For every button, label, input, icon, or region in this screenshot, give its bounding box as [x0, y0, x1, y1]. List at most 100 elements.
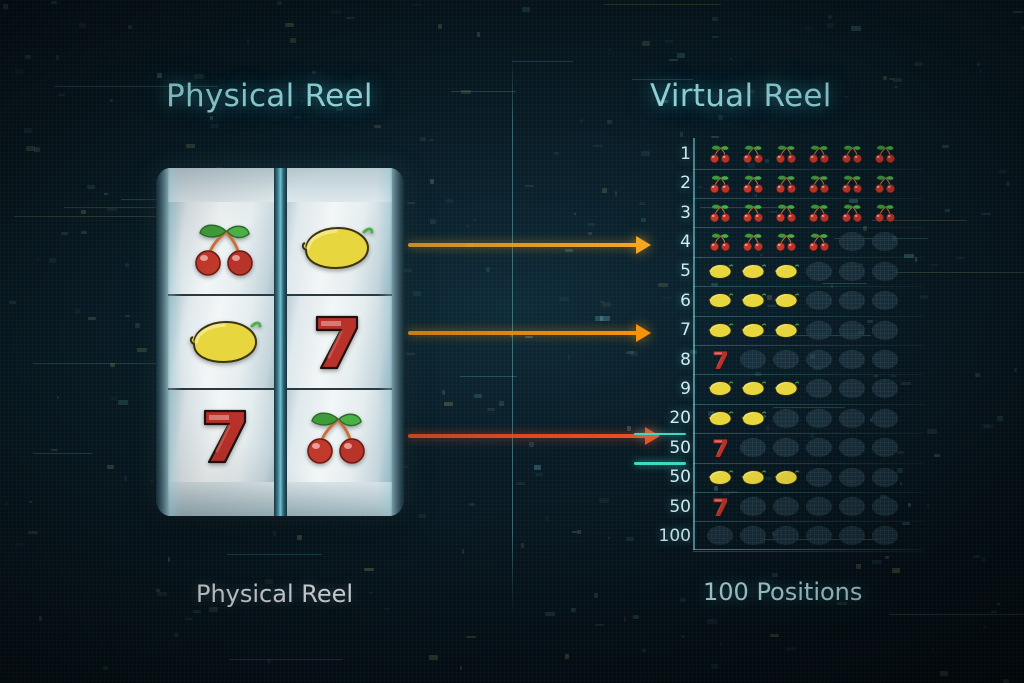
seven-icon [712, 350, 728, 370]
arrow-shaft [408, 331, 640, 335]
empty-slot-icon [770, 496, 801, 518]
lemon-icon [704, 466, 735, 488]
cherries-icon [803, 231, 834, 253]
seven-icon [315, 315, 359, 370]
cherries-icon [841, 175, 862, 193]
virtual-reel-row-label: 3 [680, 202, 691, 223]
lemon-icon [707, 470, 733, 485]
virtual-reel-slot-group [704, 461, 924, 493]
empty-slot-icon [869, 260, 900, 282]
virtual-reel-row[interactable]: 5 [660, 256, 924, 288]
physical-reel-machine [156, 168, 404, 516]
empty-slot-icon [836, 290, 867, 312]
physical-reel-cell[interactable] [168, 202, 280, 296]
physical-reel-cell[interactable] [168, 296, 280, 390]
lemon-icon [737, 466, 768, 488]
empty-slot-icon [770, 525, 801, 547]
virtual-reel-row[interactable]: 9 [660, 373, 924, 405]
cherries-icon [737, 143, 768, 165]
lemon-icon [704, 378, 735, 400]
empty-slot-icon [836, 496, 867, 518]
lemon-icon [773, 293, 799, 308]
empty-slot-icon [869, 525, 900, 547]
empty-slot-icon [869, 231, 900, 253]
cherries-icon [775, 175, 796, 193]
cherries-icon [742, 145, 763, 164]
lemon-icon [189, 320, 262, 364]
cherries-icon [195, 224, 253, 276]
virtual-reel-slot-group [704, 226, 924, 258]
virtual-reel-row[interactable]: 8 [660, 344, 924, 376]
virtual-reel-row[interactable]: 100 [659, 520, 924, 552]
machine-face [156, 168, 404, 516]
virtual-reel-slot-group [704, 373, 924, 405]
lemon-icon [737, 260, 768, 282]
lemon-icon [707, 381, 733, 397]
cherries-icon [841, 204, 862, 223]
virtual-reel-row-label: 8 [680, 349, 691, 370]
empty-slot-icon [737, 349, 768, 371]
cherries-icon [742, 204, 763, 223]
lemon-icon [770, 290, 801, 312]
physical-reel-cell[interactable] [168, 390, 280, 482]
lemon-icon [740, 470, 766, 485]
virtual-reel-slot-group [704, 314, 924, 346]
virtual-reel-row[interactable]: 4 [660, 226, 924, 258]
lemon-icon [740, 293, 766, 308]
cherries-icon [742, 175, 763, 193]
mapping-arrow-2 [408, 324, 651, 342]
virtual-reel-slot-group [704, 167, 924, 199]
cherries-icon [775, 145, 796, 164]
cherries-icon [874, 175, 895, 193]
empty-slot-icon [770, 437, 801, 459]
empty-slot-icon [803, 319, 834, 341]
cherries-icon [869, 202, 900, 224]
virtual-reel-row[interactable]: 50 [660, 491, 924, 523]
cherries-icon [737, 231, 768, 253]
cherries-icon [841, 145, 862, 164]
lemon-icon [773, 264, 799, 279]
empty-slot-icon [836, 466, 867, 488]
physical-reel-cell[interactable] [280, 296, 392, 390]
empty-slot-icon [803, 260, 834, 282]
virtual-reel-slot-group [704, 138, 924, 170]
virtual-reel-row[interactable]: 3 [660, 197, 924, 229]
empty-slot-icon [803, 496, 834, 518]
virtual-reel-row-label: 5 [680, 261, 691, 282]
cherries-icon [803, 172, 834, 194]
virtual-reel-row[interactable]: 50 [660, 461, 924, 493]
lemon-icon [704, 260, 735, 282]
virtual-reel-slot-group [704, 285, 924, 317]
virtual-reel-row[interactable]: 50 [634, 432, 924, 465]
lemon-icon [740, 411, 766, 426]
physical-reel-column [168, 202, 280, 482]
empty-slot-icon [869, 349, 900, 371]
physical-reel-title: Physical Reel [166, 78, 373, 114]
empty-slot-icon [836, 437, 867, 459]
virtual-reel-caption: 100 Positions [703, 578, 863, 606]
empty-slot-icon [803, 349, 834, 371]
physical-reel-cell[interactable] [280, 202, 392, 296]
lemon-icon [704, 407, 735, 429]
empty-slot-icon [704, 525, 735, 547]
empty-slot-icon [737, 525, 768, 547]
empty-slot-icon [836, 319, 867, 341]
lemon-icon [737, 319, 768, 341]
cherries-icon [709, 175, 730, 193]
cherries-icon [737, 172, 768, 194]
virtual-reel-row[interactable]: 6 [660, 285, 924, 317]
virtual-reel-title: Virtual Reel [650, 78, 832, 114]
virtual-reel-row[interactable]: 7 [660, 314, 924, 346]
virtual-reel-row[interactable]: 1 [660, 138, 924, 170]
virtual-reel-row[interactable]: 20 [634, 403, 924, 436]
cherries-icon [770, 143, 801, 165]
virtual-reel-row-label: 20 [669, 408, 691, 429]
virtual-reel-row-separator [693, 550, 924, 552]
virtual-reel-slot-group [704, 520, 924, 552]
virtual-reel-row[interactable]: 2 [660, 167, 924, 199]
cherries-icon [704, 202, 735, 224]
lemon-icon [773, 323, 799, 338]
physical-reel-cell[interactable] [280, 390, 392, 482]
cherries-icon [836, 143, 867, 165]
lemon-icon [301, 226, 374, 270]
